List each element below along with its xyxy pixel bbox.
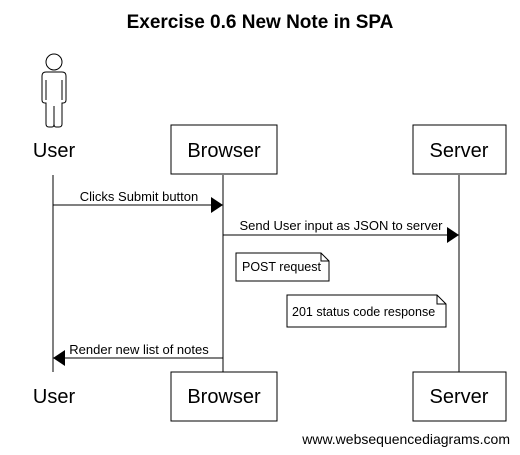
note-2-text: 201 status code response	[292, 305, 435, 319]
browser-label-top: Browser	[187, 140, 261, 162]
browser-participant-bottom	[170, 371, 278, 422]
footer-watermark: www.websequencediagrams.com	[301, 431, 510, 447]
browser-participant-top	[170, 124, 278, 175]
browser-label-bottom: Browser	[187, 386, 261, 408]
message-3-label: Render new list of notes	[69, 342, 209, 357]
note-1-fold	[320, 253, 329, 262]
note-1-text: POST request	[242, 260, 322, 274]
server-participant-bottom	[412, 371, 507, 422]
server-participant-top	[412, 124, 507, 175]
user-label-top: User	[33, 140, 76, 162]
note-2-box	[286, 294, 447, 328]
message-2-label: Send User input as JSON to server	[239, 218, 443, 233]
server-label-bottom: Server	[430, 386, 489, 408]
user-label-bottom: User	[33, 386, 76, 408]
message-1-label: Clicks Submit button	[80, 189, 199, 204]
note-1-box	[235, 252, 330, 282]
server-label-top: Server	[430, 140, 489, 162]
note-2-fold	[436, 295, 446, 305]
diagram-title: Exercise 0.6 New Note in SPA	[127, 12, 394, 33]
user-stick-figure-icon	[41, 53, 67, 128]
